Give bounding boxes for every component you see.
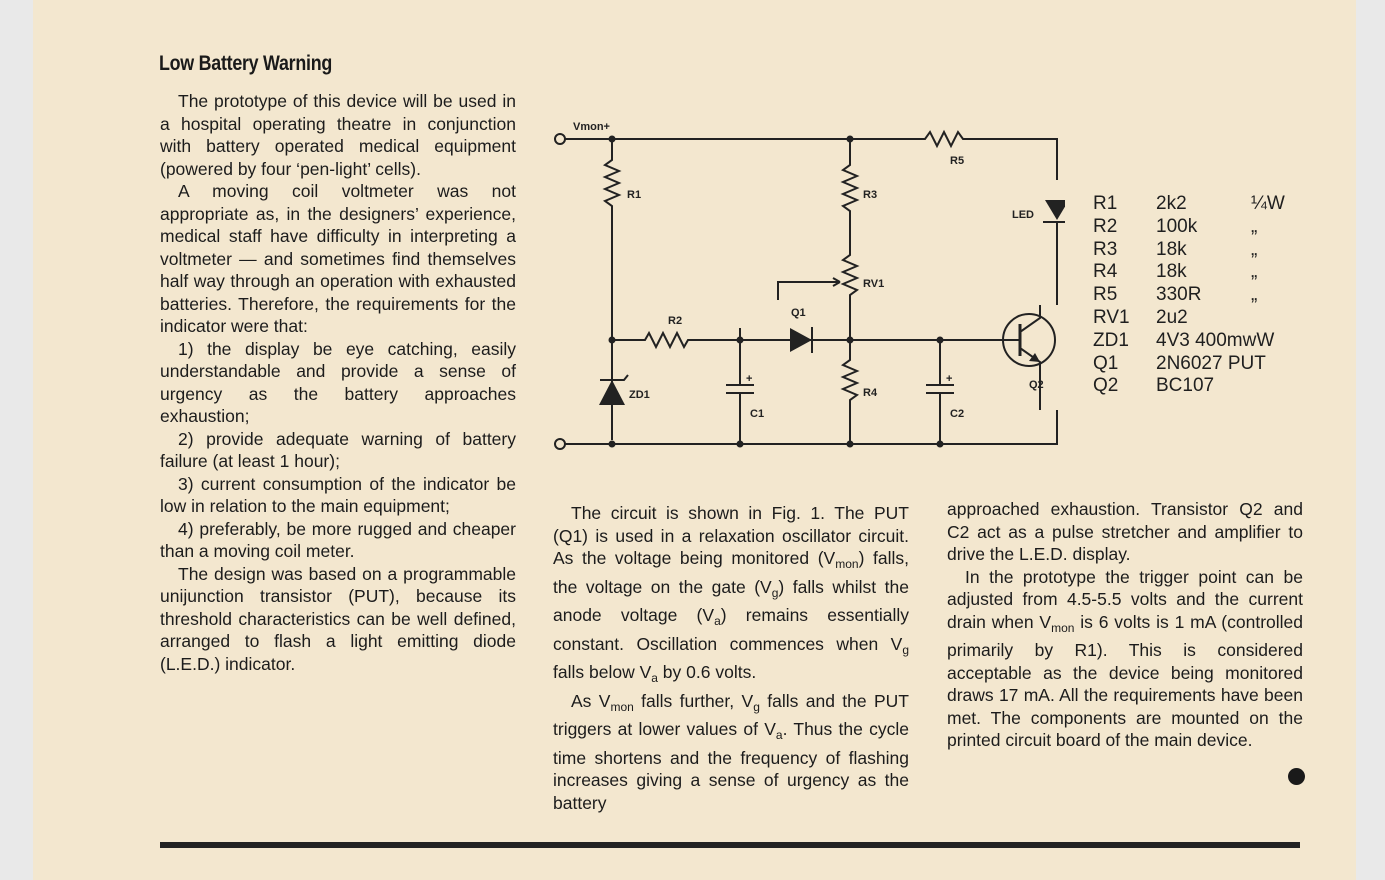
vmon-terminal (554, 133, 566, 145)
label-q1: Q1 (791, 307, 806, 319)
bottom-rule (160, 842, 1300, 848)
label-r4: R4 (863, 387, 878, 399)
paragraph: 2) provide adequate warning of battery f… (160, 428, 516, 472)
paragraph: approached exhaustion. Transistor Q2 and… (947, 499, 1303, 564)
column-2: The circuit is shown in Fig. 1. The PUT … (553, 502, 909, 814)
paragraph: 3) current consumption of the indicator … (160, 473, 516, 517)
label-c2-plus: + (946, 373, 952, 385)
circuit-diagram: Vmon+ R1 R2 R3 R4 R5 RV1 Q1 Q2 ZD1 C1 C2… (554, 121, 1065, 450)
magazine-page (33, 0, 1356, 880)
label-r3: R3 (863, 189, 877, 201)
paragraph: A moving coil voltmeter was not appropri… (160, 181, 516, 336)
paragraph: The prototype of this device will be use… (160, 91, 516, 179)
paragraph: In the prototype the trigger point can b… (947, 566, 1303, 751)
label-c1: C1 (750, 408, 764, 420)
label-vmon: Vmon+ (573, 121, 610, 133)
label-q2: Q2 (1029, 379, 1044, 391)
paragraph: The design was based on a programmable u… (160, 563, 516, 674)
column-1: The prototype of this device will be use… (160, 90, 516, 675)
ground-terminal (554, 438, 566, 450)
paragraph: As Vmon falls further, Vg falls and the … (553, 690, 909, 813)
label-c2: C2 (950, 408, 964, 420)
left-margin (0, 0, 33, 880)
label-zd1: ZD1 (629, 389, 650, 401)
label-r5: R5 (950, 155, 964, 167)
label-c1-plus: + (746, 373, 752, 385)
paragraph: The circuit is shown in Fig. 1. The PUT … (553, 503, 910, 685)
label-led: LED (1012, 209, 1034, 221)
end-of-article-bullet (1288, 768, 1305, 785)
label-r1: R1 (627, 189, 641, 201)
article-title: Low Battery Warning (159, 52, 333, 75)
right-margin (1356, 0, 1385, 880)
label-rv1: RV1 (863, 278, 884, 290)
paragraph: 1) the display be eye catching, easily u… (160, 338, 516, 427)
label-r2: R2 (668, 315, 682, 327)
column-3: approached exhaustion. Transistor Q2 and… (947, 498, 1303, 752)
paragraph: 4) preferably, be more rugged and cheape… (160, 518, 516, 562)
